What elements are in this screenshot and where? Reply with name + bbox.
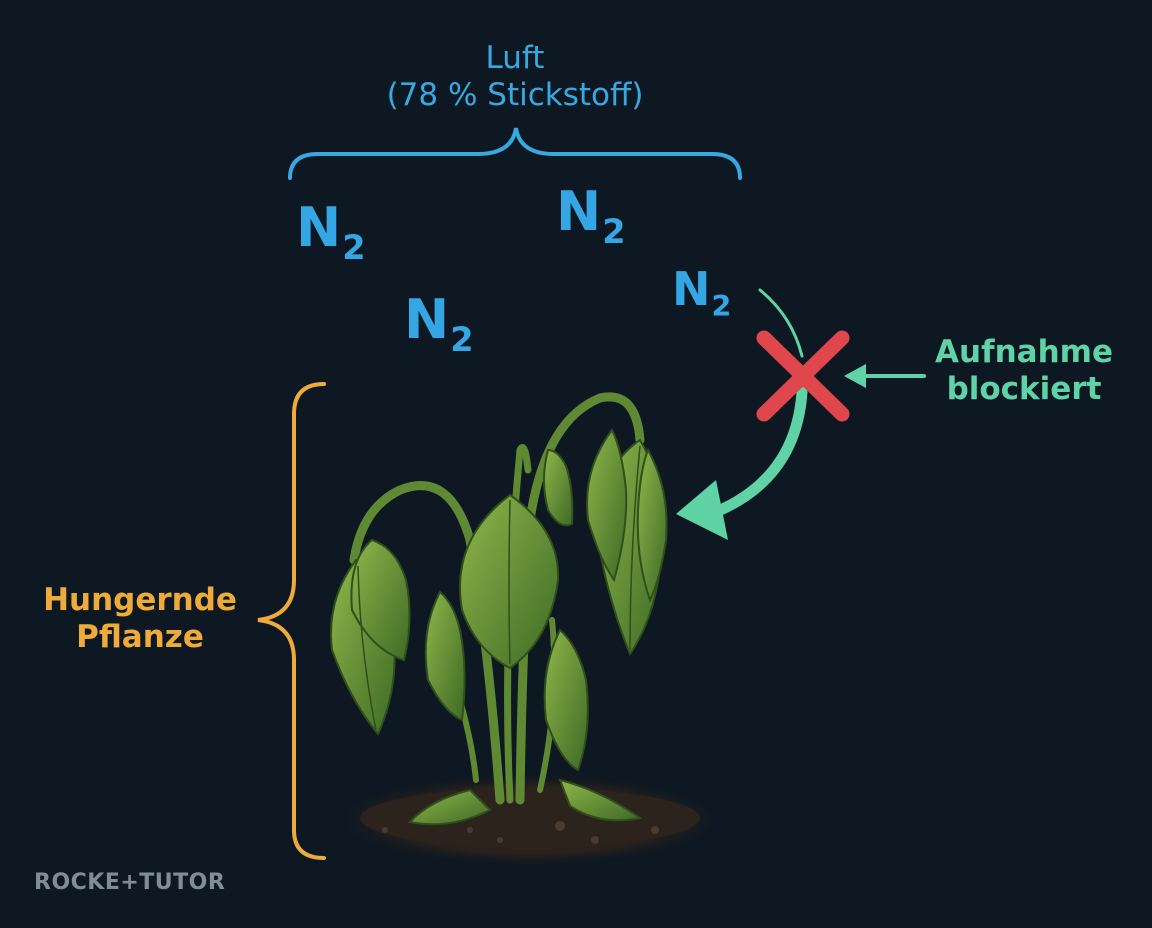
n2-subscript: 2 <box>602 211 626 251</box>
air-brace <box>288 127 742 180</box>
n2-symbol: N <box>404 288 450 351</box>
n2-subscript: 2 <box>342 227 366 267</box>
n2-subscript: 2 <box>711 289 732 323</box>
n2-subscript: 2 <box>450 319 474 359</box>
brand-logo: ROCKE+TUTOR <box>34 870 226 895</box>
n2-symbol: N <box>296 196 342 259</box>
wilted-plant-icon <box>330 392 730 868</box>
blocked-pointer-arrow <box>844 364 926 388</box>
curved-arrow-icon <box>676 386 808 540</box>
n2-molecule: N2 <box>404 288 474 359</box>
air-label: Luft (78 % Stickstoff) <box>340 40 690 114</box>
plant-label-line1: Hungernde <box>43 582 237 618</box>
air-label-line2: (78 % Stickstoff) <box>386 77 644 114</box>
plant-label: Hungernde Pflanze <box>30 582 250 656</box>
blocked-label: Aufnahme blockiert <box>924 334 1124 408</box>
n2-molecule: N2 <box>296 196 366 267</box>
blocked-cross-icon <box>756 330 850 422</box>
n2-molecule: N2 <box>672 262 731 323</box>
air-label-line1: Luft <box>485 40 545 76</box>
n2-symbol: N <box>672 262 711 316</box>
uptake-arc-thin <box>758 288 804 358</box>
n2-molecule: N2 <box>556 180 626 251</box>
blocked-label-line2: blockiert <box>946 371 1102 408</box>
plant-brace <box>257 382 326 860</box>
blocked-label-line1: Aufnahme <box>935 334 1113 370</box>
n2-symbol: N <box>556 180 602 243</box>
plant-label-line2: Pflanze <box>76 619 204 656</box>
